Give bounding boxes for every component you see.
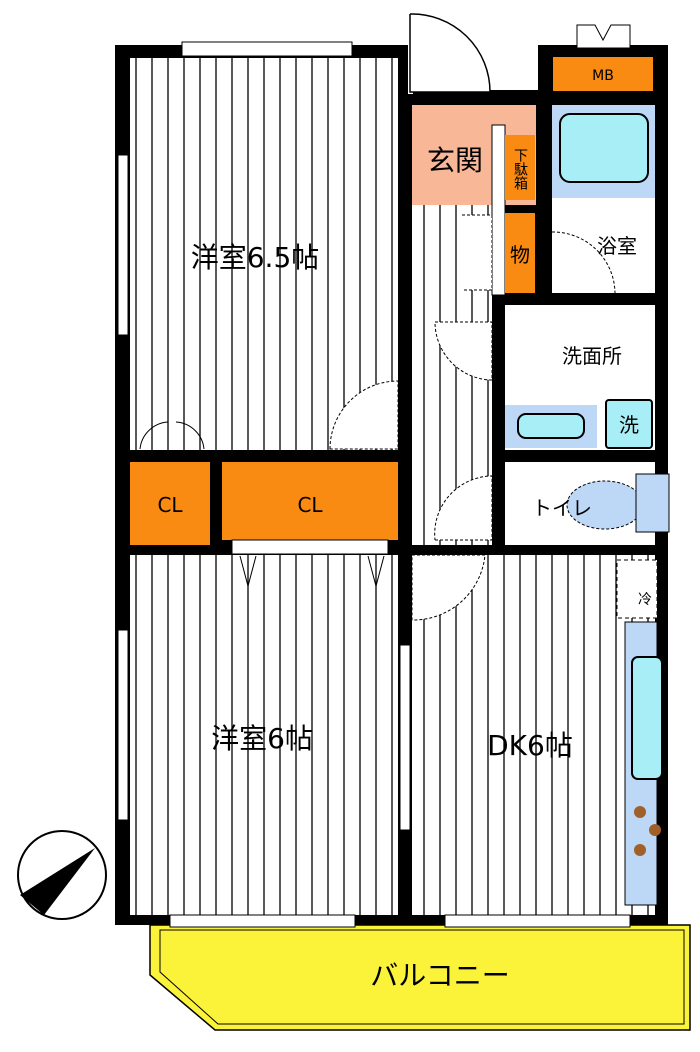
bathroom [552,198,655,293]
shoe-box [505,135,535,200]
meter-box [553,57,653,91]
washing-machine-label: 洗 [619,413,639,437]
western-room-1 [130,58,398,450]
closet-left [130,462,210,545]
stove-burner [634,844,646,856]
shoe-box-label: 下駄箱 [512,148,528,190]
toilet-tank [635,473,670,533]
balcony-label: バルコニー [370,959,509,992]
entrance-label: 玄関 [427,144,483,177]
western-room-1-label: 洋室6.5帖 [191,241,320,274]
stove-burner [634,806,646,818]
washing-machine [605,399,653,449]
window [117,154,129,336]
closet-right-label: CL [297,493,323,517]
bathroom-label: 浴室 [597,234,637,258]
window [399,644,411,831]
refrigerator-label: 冷 [638,592,652,608]
window [444,914,631,928]
window [181,41,353,57]
closet-right [222,462,398,540]
dining-kitchen [412,555,655,915]
meter-box-label: MB [592,68,614,84]
stove-burner [649,824,661,836]
refrigerator [616,559,658,619]
closet-left-label: CL [157,493,183,517]
window-top-right [576,24,631,49]
entrance-door [409,13,491,93]
western-room-2-label: 洋室6帖 [211,722,313,755]
toilet-label: トイレ [532,496,592,520]
washroom-label: 洗面所 [562,344,622,368]
dining-kitchen-label: DK6帖 [487,729,573,762]
western-room-2 [130,555,398,915]
compass-icon [17,830,107,920]
window [169,914,356,928]
kitchen-sink [631,656,663,780]
storage [505,213,535,293]
bathtub [559,113,649,183]
window [117,629,129,821]
storage-label: 物 [510,243,530,267]
